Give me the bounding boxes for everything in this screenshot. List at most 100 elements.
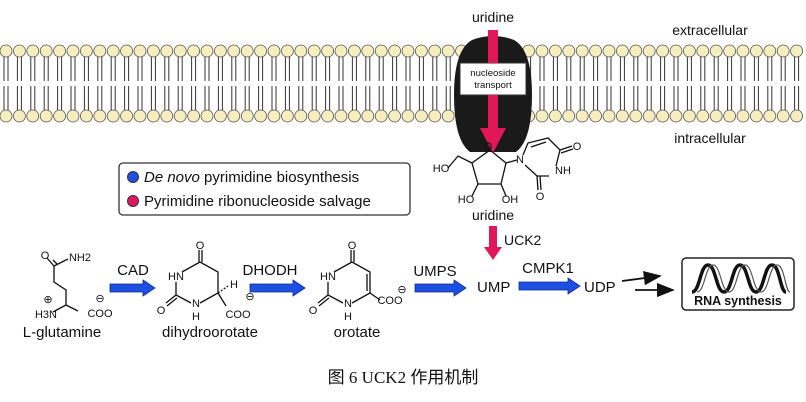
atom-label: O xyxy=(536,191,545,203)
lipid xyxy=(307,44,321,123)
lipid-head xyxy=(307,109,321,123)
lipid xyxy=(120,44,133,123)
lipid-head xyxy=(602,44,616,58)
atom-label: ⊕ xyxy=(43,294,52,306)
rna-synthesis-box: RNA synthesis xyxy=(681,257,795,311)
atom-label: OH xyxy=(502,194,519,206)
atom-label: O xyxy=(309,305,318,317)
lipid xyxy=(683,44,696,123)
svg-text:De novo pyrimidine biosynthesi: De novo pyrimidine biosynthesis xyxy=(144,169,359,186)
enzyme-step: DHODH xyxy=(243,262,306,297)
atom-label: H xyxy=(192,311,200,323)
lipid-head xyxy=(321,44,335,58)
lipid xyxy=(696,44,710,123)
atom-label: O xyxy=(573,141,582,153)
lipid-head xyxy=(334,44,348,58)
lipid-head xyxy=(173,109,187,123)
lipid-head xyxy=(414,109,428,123)
glutamine-name: L-glutamine xyxy=(23,324,101,341)
lipid xyxy=(12,44,26,123)
lipid-head xyxy=(133,44,147,58)
lipid-head xyxy=(267,44,281,58)
lipid-head xyxy=(361,44,375,58)
lipid-head xyxy=(683,44,696,58)
lipid xyxy=(254,44,268,123)
lipid-head xyxy=(26,44,40,58)
lipid-head xyxy=(656,44,669,58)
atom-label: ⊖ xyxy=(397,284,406,296)
atom-label: O xyxy=(196,240,205,252)
lipid xyxy=(187,44,201,123)
atom-label: N xyxy=(192,298,200,310)
lipid-head xyxy=(294,44,308,58)
lipid-head xyxy=(750,109,763,123)
lipid-head xyxy=(388,44,402,58)
lipid-head xyxy=(347,44,361,58)
lipid-head xyxy=(254,44,268,58)
lipid-head xyxy=(106,109,120,123)
transporter-label-line2: transport xyxy=(474,80,512,91)
atom-label: N xyxy=(344,298,352,310)
lipid xyxy=(80,44,93,123)
lipid-bilayer xyxy=(0,44,803,123)
lipid-head xyxy=(709,109,723,123)
lipid-head xyxy=(66,109,80,123)
transporter-label-line1: nucleoside xyxy=(470,68,515,79)
lipid-head xyxy=(160,109,174,123)
lipid xyxy=(200,44,214,123)
atom-label: HO xyxy=(458,194,475,206)
lipid xyxy=(428,44,442,123)
lipid-head xyxy=(776,44,790,58)
enzyme-label: UMPS xyxy=(413,263,456,280)
rna-wave-icon xyxy=(691,263,787,294)
lipid-head xyxy=(535,109,549,123)
lipid xyxy=(642,44,656,123)
lipid-head xyxy=(146,109,160,123)
lipid-head xyxy=(254,109,268,123)
extracellular-label: extracellular xyxy=(672,22,748,38)
atom-label: H xyxy=(344,311,352,323)
lipid-head xyxy=(696,109,710,123)
lipid-head xyxy=(776,109,790,123)
blue-arrow-icon xyxy=(249,279,306,297)
lipid-head xyxy=(133,109,147,123)
lipid-head xyxy=(347,109,361,123)
lipid-head xyxy=(374,109,388,123)
lipid xyxy=(616,44,629,123)
lipid xyxy=(227,44,241,123)
lipid-head xyxy=(66,44,80,58)
lipid xyxy=(106,44,120,123)
lipid-head xyxy=(790,44,803,58)
lipid-head xyxy=(12,44,26,58)
lipid xyxy=(93,44,107,123)
lipid-head xyxy=(589,44,602,58)
lipid xyxy=(267,44,281,123)
lipid-head xyxy=(106,44,120,58)
lipid xyxy=(669,44,683,123)
lipid-head xyxy=(267,109,281,123)
atom-label: NH xyxy=(555,165,571,177)
lipid-head xyxy=(120,109,133,123)
lipid-head xyxy=(200,109,214,123)
salvage-arrow-head xyxy=(480,128,506,153)
lipid-head xyxy=(642,109,656,123)
uck2-step: UCK2 xyxy=(484,226,542,260)
atom-label: HO xyxy=(433,163,450,175)
lipid xyxy=(240,44,254,123)
enzyme-label: CMPK1 xyxy=(522,260,574,277)
atom-label: O xyxy=(41,250,50,262)
lipid-head xyxy=(669,44,683,58)
ump-label: UMP xyxy=(477,279,510,296)
lipid-head xyxy=(187,109,201,123)
lipid xyxy=(66,44,80,123)
lipid-head xyxy=(428,44,442,58)
lipid xyxy=(213,44,227,123)
enzyme-label: CAD xyxy=(117,262,149,279)
lipid-head xyxy=(401,109,415,123)
salvage-arrow-shaft xyxy=(488,95,498,129)
lipid xyxy=(790,44,803,123)
atom-label: O xyxy=(157,305,166,317)
lipid-head xyxy=(441,44,455,58)
lipid-head xyxy=(173,44,187,58)
